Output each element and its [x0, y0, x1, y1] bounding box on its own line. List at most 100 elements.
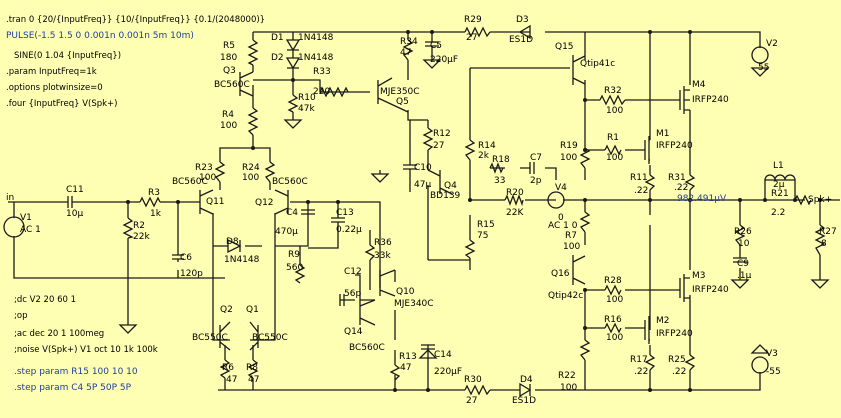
label-r13-ref: R13 — [399, 352, 417, 362]
label-q3-val: BC560C — [214, 80, 250, 90]
label-r7-ref: R7 — [565, 231, 577, 241]
label-r22-ref: R22 — [558, 371, 576, 381]
resistors — [122, 26, 826, 396]
spice-directives: .tran 0 {20/{InputFreq}} {10/{InputFreq}… — [6, 15, 265, 393]
label-r32-val: 100 — [606, 106, 623, 116]
label-d8-val: 1N4148 — [224, 255, 260, 265]
ac-directive: ;ac dec 20 1 100meg — [14, 329, 104, 339]
label-r27-ref: R27 — [819, 227, 837, 237]
label-d2-val: 1N4148 — [298, 53, 334, 63]
op-directive: ;op — [14, 311, 27, 321]
param-directive: .param InputFreq=1k — [6, 67, 97, 77]
label-v4-val: 0 — [558, 213, 564, 223]
label-c9-val: .1µ — [737, 271, 752, 281]
label-r30-val: 27 — [466, 396, 477, 406]
label-l1-ref: L1 — [773, 161, 784, 171]
label-r21-ref: R21 — [771, 189, 789, 199]
capacitors — [67, 41, 747, 350]
label-r31-val: .22 — [674, 183, 688, 193]
label-r28-ref: R28 — [604, 276, 622, 286]
label-c6-val: 120p — [180, 269, 203, 279]
label-r11-val: .22 — [634, 186, 648, 196]
label-r5-val: 180 — [220, 53, 237, 63]
label-r8-ref: R8 — [246, 363, 258, 373]
label-r18-val: 33 — [494, 176, 505, 186]
label-r32-ref: R32 — [604, 86, 622, 96]
label-r24-ref: R24 — [242, 163, 260, 173]
label-c13-val: 0.22µ — [336, 225, 362, 235]
label-r10-ref: R10 — [298, 93, 316, 103]
label-d3-ref: D3 — [516, 15, 529, 25]
label-r1-val: 100 — [606, 153, 623, 163]
probe-readout: 982.491µV — [677, 194, 727, 204]
label-v1-val: AC 1 — [20, 225, 41, 235]
label-r3-val: 1k — [150, 209, 162, 219]
label-q10-val: MJE340C — [394, 299, 434, 309]
label-c14-val: 220µF — [434, 367, 462, 377]
label-r13-val: 47 — [400, 363, 411, 373]
label-r23-val: 100 — [199, 173, 216, 183]
sources — [3, 46, 769, 374]
label-q10-ref: Q10 — [396, 287, 415, 297]
label-r5-ref: R5 — [223, 41, 235, 51]
label-m3-ref: M3 — [692, 271, 706, 281]
label-r3-ref: R3 — [148, 188, 160, 198]
label-r15-val: 75 — [477, 231, 488, 241]
label-r15-ref: R15 — [477, 220, 495, 230]
label-r9-ref: R9 — [288, 250, 300, 260]
label-l1-val: 2µ — [773, 180, 785, 190]
label-r16-ref: R16 — [604, 315, 622, 325]
label-m1-ref: M1 — [656, 129, 670, 139]
label-r17-ref: R17 — [630, 355, 648, 365]
label-q1-val: BC550C — [252, 333, 288, 343]
label-c4-val: 470µ — [275, 227, 298, 237]
label-r12-ref: R12 — [433, 129, 451, 139]
label-r2-ref: R2 — [133, 221, 145, 231]
label-r4-ref: R4 — [222, 110, 234, 120]
label-r8-val: 47 — [248, 375, 259, 385]
label-r17-val: .22 — [634, 367, 648, 377]
label-r26-val: 10 — [738, 239, 750, 249]
label-c14-ref: C14 — [434, 350, 452, 360]
label-v3-ref: V3 — [766, 349, 778, 359]
label-r22-val: 100 — [560, 383, 577, 393]
label-r9-val: 560 — [286, 263, 303, 273]
label-v4-ac: AC 1 0 — [548, 221, 578, 231]
label-d2-ref: D2 — [271, 53, 284, 63]
grounds — [118, 59, 830, 359]
label-d1-ref: D1 — [271, 33, 284, 43]
label-r20-ref: R20 — [506, 188, 524, 198]
label-r19-ref: R19 — [560, 141, 578, 151]
dc-directive: ;dc V2 20 60 1 — [14, 295, 76, 305]
label-q11-ref: Q11 — [206, 197, 225, 207]
label-r29-val: 27 — [466, 33, 477, 43]
label-r10-val: 47k — [298, 104, 315, 114]
label-q15-val: Qtip41c — [580, 59, 615, 69]
label-v2-ref: V2 — [766, 39, 778, 49]
label-r28-val: 100 — [606, 295, 623, 305]
label-q1-ref: Q1 — [246, 305, 259, 315]
label-r6-val: 47 — [226, 375, 237, 385]
label-r33-val: 220 — [313, 87, 330, 97]
net-label-spk: Spk+ — [808, 195, 832, 205]
label-r12-val: 27 — [433, 141, 444, 151]
step-directive-2: .step param C4 5P 50P 5P — [14, 383, 132, 393]
label-q16-val: Qtip42c — [548, 291, 583, 301]
label-m2-ref: M2 — [656, 316, 670, 326]
label-c10-val: 47µ — [414, 180, 431, 190]
label-m4-val: IRFP240 — [692, 95, 729, 105]
label-q12-ref: Q12 — [255, 198, 274, 208]
label-r34-val: 47 — [400, 48, 411, 58]
label-d1-val: 1N4148 — [298, 33, 334, 43]
label-c10-ref: C10 — [414, 163, 432, 173]
label-c12-ref: C12 — [344, 267, 362, 277]
diodes — [227, 24, 532, 398]
pulse-directive: PULSE(-1.5 1.5 0 0.001n 0.001n 5m 10m) — [6, 31, 194, 41]
label-r36-val: 33k — [374, 251, 391, 261]
label-r14-ref: R14 — [478, 141, 496, 151]
options-directive: .options plotwinsize=0 — [6, 83, 103, 93]
label-c6-ref: C6 — [180, 253, 192, 263]
label-d3-val: ES1D — [509, 35, 533, 45]
label-c5-val: 220µF — [430, 55, 458, 65]
